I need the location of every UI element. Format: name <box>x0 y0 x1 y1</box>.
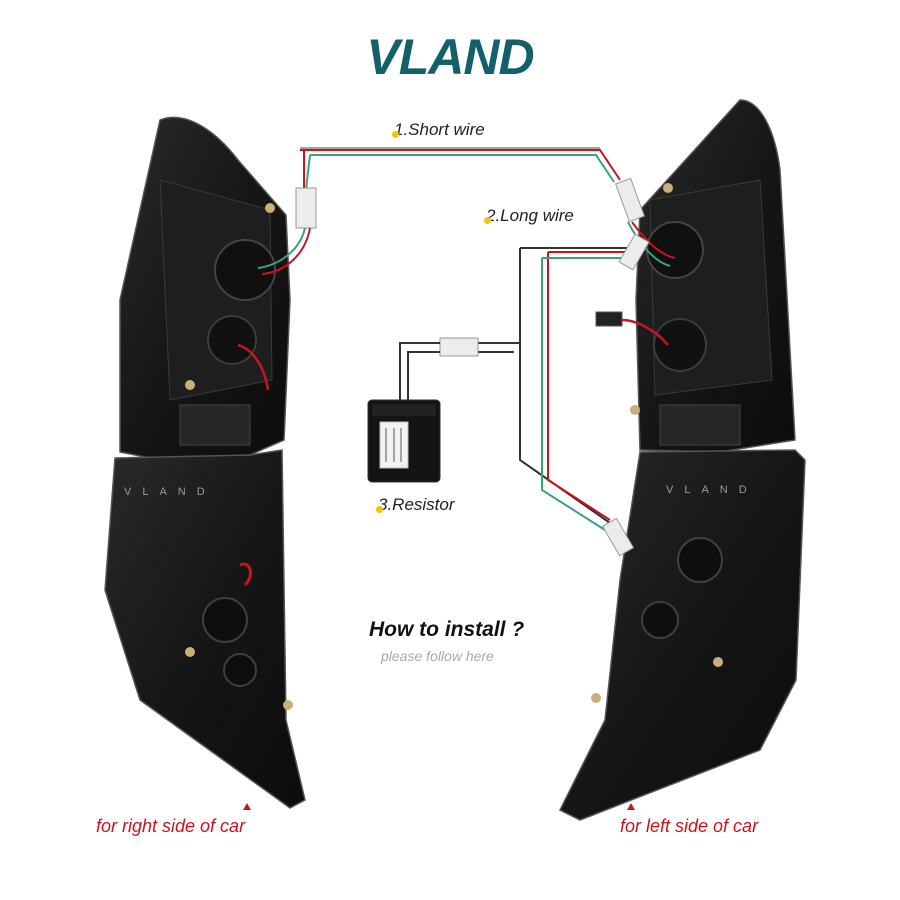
watermark-left: VLAND <box>124 486 216 498</box>
right-side-tail-lamp <box>104 116 306 809</box>
resistor-box <box>367 399 441 483</box>
bullet-dot-icon <box>392 131 399 138</box>
left-side-caption: for left side of car <box>620 816 759 836</box>
short-wire <box>257 147 676 275</box>
resistor-label: 3.Resistor <box>376 495 455 514</box>
install-title: How to install ? <box>369 618 525 641</box>
long-wire <box>399 233 650 557</box>
brand-logo: VLAND <box>366 29 534 85</box>
left-side-tail-lamp <box>558 99 806 821</box>
install-subtitle: please follow here <box>381 648 494 664</box>
triangle-marker-icon <box>627 803 635 810</box>
bullet-dot-icon <box>484 217 491 224</box>
watermark-right: VLAND <box>666 484 758 496</box>
long-wire-label: 2.Long wire <box>484 206 574 225</box>
bullet-dot-icon <box>376 506 383 513</box>
triangle-marker-icon <box>243 803 251 810</box>
right-side-caption: for right side of car <box>96 816 246 836</box>
short-wire-label: 1.Short wire <box>392 120 485 139</box>
